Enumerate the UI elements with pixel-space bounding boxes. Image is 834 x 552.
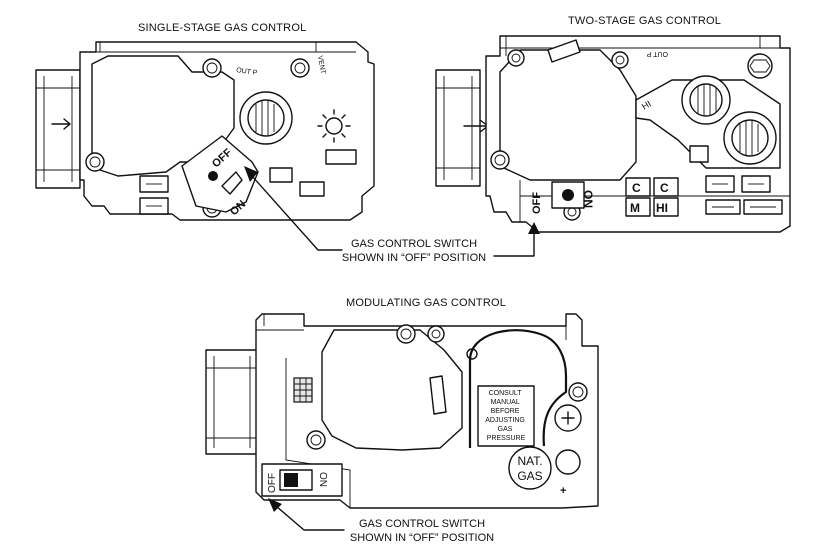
ss-terminal-4 [299, 181, 325, 197]
ts-switch-knob[interactable] [562, 189, 574, 201]
ss-switch-knob[interactable] [208, 171, 218, 181]
mg-screw-left [306, 430, 326, 450]
single-stage-valve: OUT P VENT OFF ON [35, 41, 375, 251]
ts-on-label: ON [581, 190, 595, 208]
ts-c-terminal-1 [625, 177, 651, 197]
mg-off-label: OFF [267, 473, 278, 493]
ts-c2-label: C [660, 181, 669, 195]
ts-screw-left [490, 150, 510, 170]
ts-c-terminal-2 [653, 177, 679, 197]
ts-connector [689, 145, 709, 163]
mg-nat-label: NAT. [517, 454, 542, 468]
ss-terminal-3 [269, 167, 293, 183]
ts-hi2-label: HI [656, 201, 668, 215]
ss-switch-lever[interactable] [221, 171, 243, 195]
bottom-switch-callout: GAS CONTROL SWITCH SHOWN IN “OFF” POSITI… [344, 517, 500, 545]
ts-regulator-housing [499, 49, 637, 181]
mg-consult-label-box [477, 385, 535, 447]
ss-screw-top [202, 58, 222, 78]
mg-modulator-housing [468, 329, 568, 448]
mg-callout-arrowhead [268, 498, 282, 512]
mg-gas-label: GAS [517, 469, 542, 483]
ss-flow-arrow [51, 118, 71, 130]
bottom-callout-line2: SHOWN IN “OFF” POSITION [349, 532, 495, 544]
mg-grid [293, 377, 313, 403]
ss-switch-plate [181, 135, 259, 213]
ts-out-p-label: OUT P [646, 50, 668, 57]
ss-inlet-ribs [36, 76, 80, 182]
mg-switch-knob[interactable] [284, 473, 298, 487]
mg-pressure-tap [555, 449, 581, 475]
mg-nat-gas-badge [508, 446, 552, 490]
top-switch-callout: GAS CONTROL SWITCH SHOWN IN “OFF” POSITI… [336, 237, 492, 265]
modulating-title: MODULATING GAS CONTROL [346, 297, 507, 309]
ts-callout-arrowhead [528, 222, 540, 234]
mg-consult-text: CONSULT MANUAL BEFORE ADJUSTING GAS PRES… [485, 390, 527, 442]
ss-callout-arrowhead [244, 166, 258, 182]
ss-screw-left [85, 152, 105, 172]
mg-plus-label: + [560, 485, 566, 497]
ss-screw-right [290, 58, 310, 78]
ts-inlet-pipe [435, 69, 481, 187]
ts-m-label: M [630, 201, 640, 215]
ss-callout-leader [251, 175, 343, 251]
mg-slot [429, 375, 447, 415]
ss-pilot-outlet [325, 149, 357, 165]
ts-hi-terminal [653, 197, 679, 217]
ts-off-label: OFF [531, 192, 543, 214]
mg-callout-leader [275, 505, 345, 531]
ts-hi-label: HI [640, 99, 653, 112]
mg-on-label: ON [317, 472, 328, 487]
ts-m-terminal [625, 197, 651, 217]
two-stage-valve: OUT P HI OFF ON C C M HI [435, 35, 791, 257]
sun-icon [317, 109, 351, 143]
ts-top-slot [547, 39, 581, 63]
top-callout-line2: SHOWN IN “OFF” POSITION [341, 252, 487, 264]
ts-c1-label: C [632, 181, 641, 195]
ss-out-p-label: OUT P [236, 67, 258, 77]
modulating-valve: CONSULT MANUAL BEFORE ADJUSTING GAS PRES… [205, 313, 599, 531]
ss-vent-label: VENT [316, 55, 326, 75]
two-stage-title: TWO-STAGE GAS CONTROL [568, 15, 722, 27]
top-callout-line1: GAS CONTROL SWITCH [350, 238, 478, 250]
ss-body-top-edge [96, 42, 356, 53]
ss-inlet-pipe [35, 69, 81, 189]
bottom-callout-line1: GAS CONTROL SWITCH [358, 518, 486, 530]
single-stage-title: SINGLE-STAGE GAS CONTROL [138, 22, 307, 34]
ts-callout-leader [493, 225, 535, 257]
